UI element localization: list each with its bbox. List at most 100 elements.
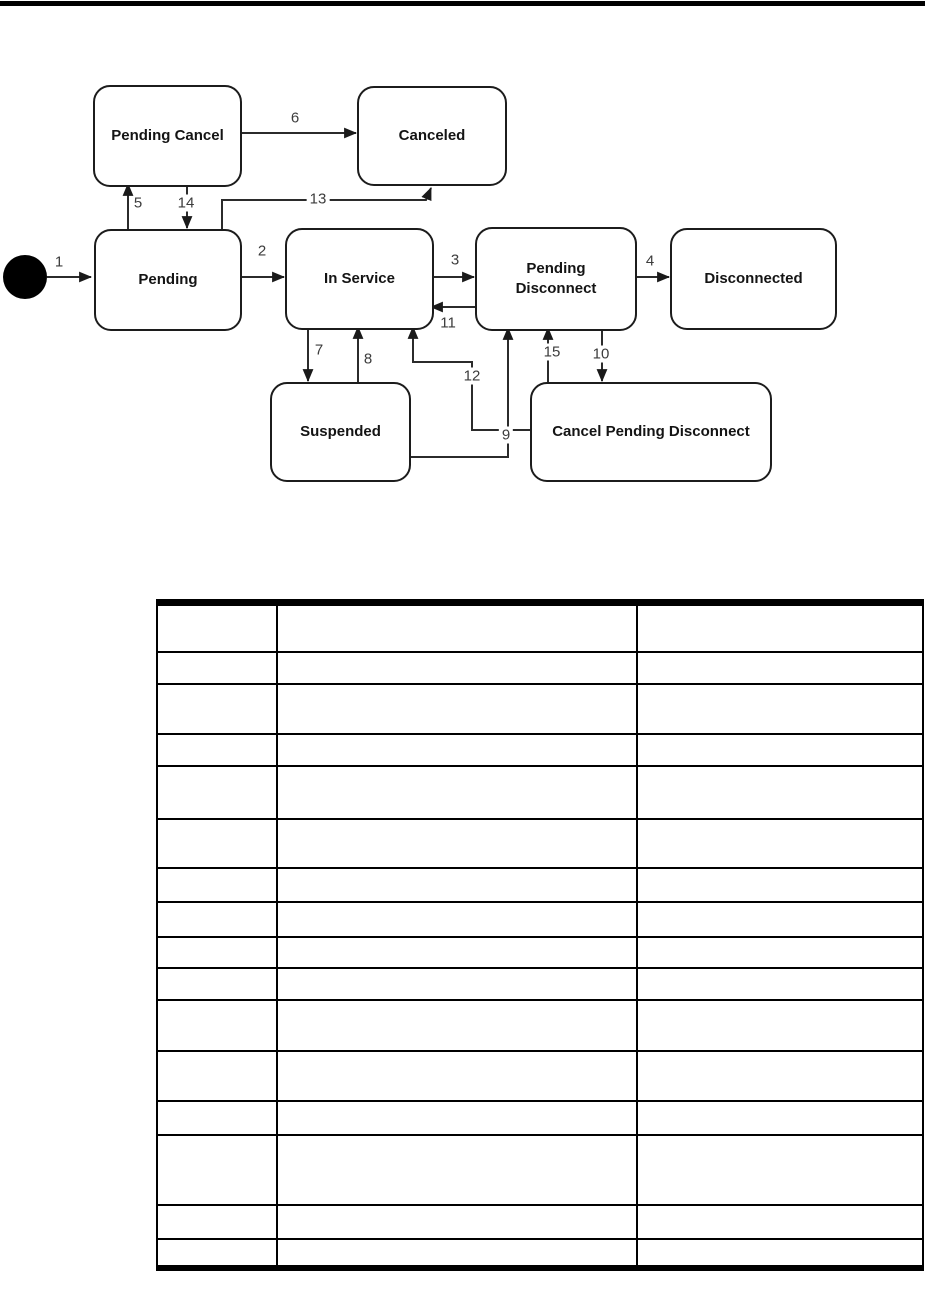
transition-label-5: 5 xyxy=(133,194,143,212)
table-cell xyxy=(156,650,278,685)
table-cell xyxy=(276,998,638,1052)
table-cell xyxy=(156,732,278,767)
transition-arrow-9 xyxy=(407,326,514,458)
table-row xyxy=(156,998,924,1052)
page-top-rule xyxy=(0,1,925,6)
table-cell xyxy=(156,1099,278,1136)
state-in-service: In Service xyxy=(285,228,434,330)
transition-label-1: 1 xyxy=(54,253,64,271)
table-row xyxy=(156,817,924,869)
table-cell xyxy=(636,764,924,820)
state-pending-disconnect: Pending Disconnect xyxy=(475,227,637,331)
table-cell xyxy=(156,1203,278,1240)
state-suspended: Suspended xyxy=(270,382,411,482)
transition-label-8: 8 xyxy=(363,350,373,368)
table-cell xyxy=(276,601,638,653)
table-cell xyxy=(636,817,924,869)
transition-label-15: 15 xyxy=(540,343,564,361)
transition-label-2: 2 xyxy=(257,242,267,260)
table-cell xyxy=(156,866,278,903)
table-cell xyxy=(636,1203,924,1240)
table-cell xyxy=(636,601,924,653)
table-cell xyxy=(276,1099,638,1136)
state-label: Suspended xyxy=(300,422,381,440)
transition-label-10: 10 xyxy=(589,345,613,363)
table-cell xyxy=(636,1099,924,1136)
table-row xyxy=(156,682,924,735)
transition-label-6: 6 xyxy=(290,109,300,127)
table-cell xyxy=(276,764,638,820)
state-label: Cancel Pending Disconnect xyxy=(552,422,750,440)
table-row xyxy=(156,1203,924,1240)
table-cell xyxy=(276,966,638,1001)
table-cell xyxy=(636,1237,924,1269)
table-cell xyxy=(636,998,924,1052)
transition-label-7: 7 xyxy=(314,341,324,359)
table-cell xyxy=(636,935,924,969)
table-row xyxy=(156,1049,924,1102)
table-cell xyxy=(636,732,924,767)
table-cell xyxy=(156,900,278,938)
table-row xyxy=(156,732,924,767)
table-row xyxy=(156,935,924,969)
table-cell xyxy=(636,650,924,685)
table-cell xyxy=(276,650,638,685)
state-diagram: Pending Cancel Canceled Pending In Servi… xyxy=(0,0,925,560)
transition-arrow-12 xyxy=(407,325,530,431)
table xyxy=(156,599,924,1271)
table-cell xyxy=(276,682,638,735)
table-row xyxy=(156,650,924,685)
table-row xyxy=(156,900,924,938)
transition-label-3: 3 xyxy=(450,251,460,269)
state-label: Pending xyxy=(138,270,198,288)
table-cell xyxy=(156,1237,278,1269)
table-cell xyxy=(156,1133,278,1206)
table-cell xyxy=(276,1237,638,1269)
table-row xyxy=(156,764,924,820)
table-row xyxy=(156,1099,924,1136)
state-pending-cancel: Pending Cancel xyxy=(93,85,242,187)
table-cell xyxy=(276,1203,638,1240)
table-row xyxy=(156,601,924,653)
table-cell xyxy=(276,1133,638,1206)
table-cell xyxy=(156,998,278,1052)
table-row xyxy=(156,1133,924,1206)
table-cell xyxy=(276,1049,638,1102)
table-cell xyxy=(276,732,638,767)
table-cell xyxy=(636,682,924,735)
table-cell xyxy=(636,1049,924,1102)
state-label: Canceled xyxy=(398,126,466,144)
table-cell xyxy=(156,764,278,820)
state-label: Pending Disconnect xyxy=(515,259,597,297)
state-disconnected: Disconnected xyxy=(670,228,837,330)
transition-label-14: 14 xyxy=(174,194,198,212)
state-label: Disconnected xyxy=(704,269,803,287)
transition-label-11: 11 xyxy=(440,314,456,332)
state-canceled: Canceled xyxy=(357,86,507,186)
state-label: In Service xyxy=(324,269,395,287)
table-cell xyxy=(636,866,924,903)
initial-state-marker xyxy=(3,255,47,299)
transition-label-12: 12 xyxy=(460,367,484,385)
table-row xyxy=(156,1237,924,1269)
table-cell xyxy=(636,966,924,1001)
table-cell xyxy=(636,1133,924,1206)
table-cell xyxy=(156,682,278,735)
table-cell xyxy=(636,900,924,938)
state-label: Pending Cancel xyxy=(111,126,224,144)
table-cell xyxy=(156,817,278,869)
table-cell xyxy=(156,601,278,653)
state-cancel-pending-disconnect: Cancel Pending Disconnect xyxy=(530,382,772,482)
transition-label-4: 4 xyxy=(645,252,655,270)
table-cell xyxy=(276,817,638,869)
transition-label-13: 13 xyxy=(306,190,330,208)
transition-label-9: 9 xyxy=(498,426,514,444)
table-row xyxy=(156,866,924,903)
table-cell xyxy=(156,1049,278,1102)
table-cell xyxy=(276,866,638,903)
state-pending: Pending xyxy=(94,229,242,331)
table-row xyxy=(156,966,924,1001)
table-cell xyxy=(276,935,638,969)
table-cell xyxy=(156,935,278,969)
